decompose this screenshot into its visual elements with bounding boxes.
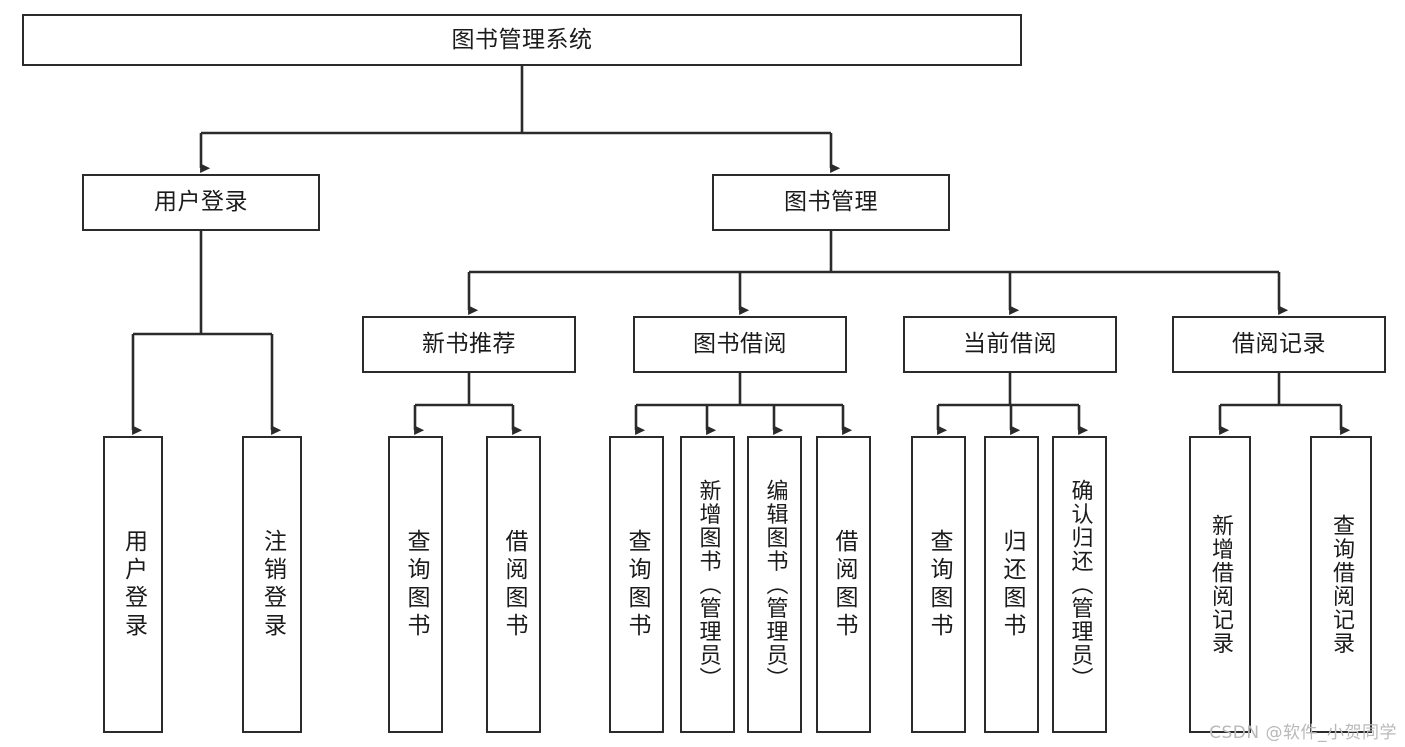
node-user-login-label: 用户登录 — [154, 189, 248, 216]
node-book-borrow-label: 图书借阅 — [693, 331, 787, 358]
node-leaf-confirm-return[interactable]: 确认归还（管理员） — [1052, 436, 1107, 733]
node-leaf-add-record[interactable]: 新增借阅记录 — [1189, 436, 1251, 733]
node-borrow-record[interactable]: 借阅记录 — [1172, 316, 1386, 373]
node-leaf-logout-label: 注销登录 — [259, 528, 286, 641]
node-leaf-add-book-label: 新增图书（管理员） — [695, 478, 721, 691]
node-leaf-query-book-2-label: 查询图书 — [624, 528, 650, 641]
node-root[interactable]: 图书管理系统 — [22, 14, 1022, 66]
node-leaf-query-book-2[interactable]: 查询图书 — [609, 436, 664, 733]
node-new-book-rec[interactable]: 新书推荐 — [362, 316, 576, 373]
node-book-borrow[interactable]: 图书借阅 — [633, 316, 847, 373]
node-root-label: 图书管理系统 — [451, 26, 593, 53]
watermark: CSDN @软件_小贺同学 — [1209, 723, 1397, 743]
node-current-borrow[interactable]: 当前借阅 — [903, 316, 1117, 373]
node-leaf-query-record-label: 查询借阅记录 — [1329, 514, 1354, 655]
node-leaf-user-login[interactable]: 用户登录 — [103, 436, 163, 733]
node-user-login[interactable]: 用户登录 — [82, 174, 320, 231]
node-leaf-query-record[interactable]: 查询借阅记录 — [1310, 436, 1372, 733]
node-leaf-logout[interactable]: 注销登录 — [242, 436, 302, 733]
node-leaf-user-login-label: 用户登录 — [120, 528, 147, 641]
node-leaf-add-record-label: 新增借阅记录 — [1208, 514, 1233, 655]
node-book-manage[interactable]: 图书管理 — [712, 174, 950, 231]
node-leaf-add-book[interactable]: 新增图书（管理员） — [680, 436, 735, 733]
node-book-manage-label: 图书管理 — [784, 189, 878, 216]
node-leaf-borrow-book-1[interactable]: 借阅图书 — [486, 436, 541, 733]
node-new-book-rec-label: 新书推荐 — [422, 331, 516, 358]
node-borrow-record-label: 借阅记录 — [1232, 331, 1326, 358]
node-leaf-confirm-return-label: 确认归还（管理员） — [1067, 478, 1093, 691]
node-leaf-borrow-book-1-label: 借阅图书 — [501, 528, 527, 641]
node-leaf-query-book-1-label: 查询图书 — [403, 528, 429, 641]
node-leaf-edit-book-label: 编辑图书（管理员） — [762, 478, 788, 691]
node-current-borrow-label: 当前借阅 — [963, 331, 1057, 358]
node-leaf-edit-book[interactable]: 编辑图书（管理员） — [747, 436, 802, 733]
node-leaf-return-book-label: 归还图书 — [999, 528, 1025, 641]
node-leaf-borrow-book-2-label: 借阅图书 — [831, 528, 857, 641]
node-leaf-return-book[interactable]: 归还图书 — [984, 436, 1039, 733]
node-leaf-query-book-1[interactable]: 查询图书 — [388, 436, 443, 733]
node-leaf-query-book-3[interactable]: 查询图书 — [911, 436, 966, 733]
node-leaf-query-book-3-label: 查询图书 — [926, 528, 952, 641]
node-leaf-borrow-book-2[interactable]: 借阅图书 — [816, 436, 871, 733]
